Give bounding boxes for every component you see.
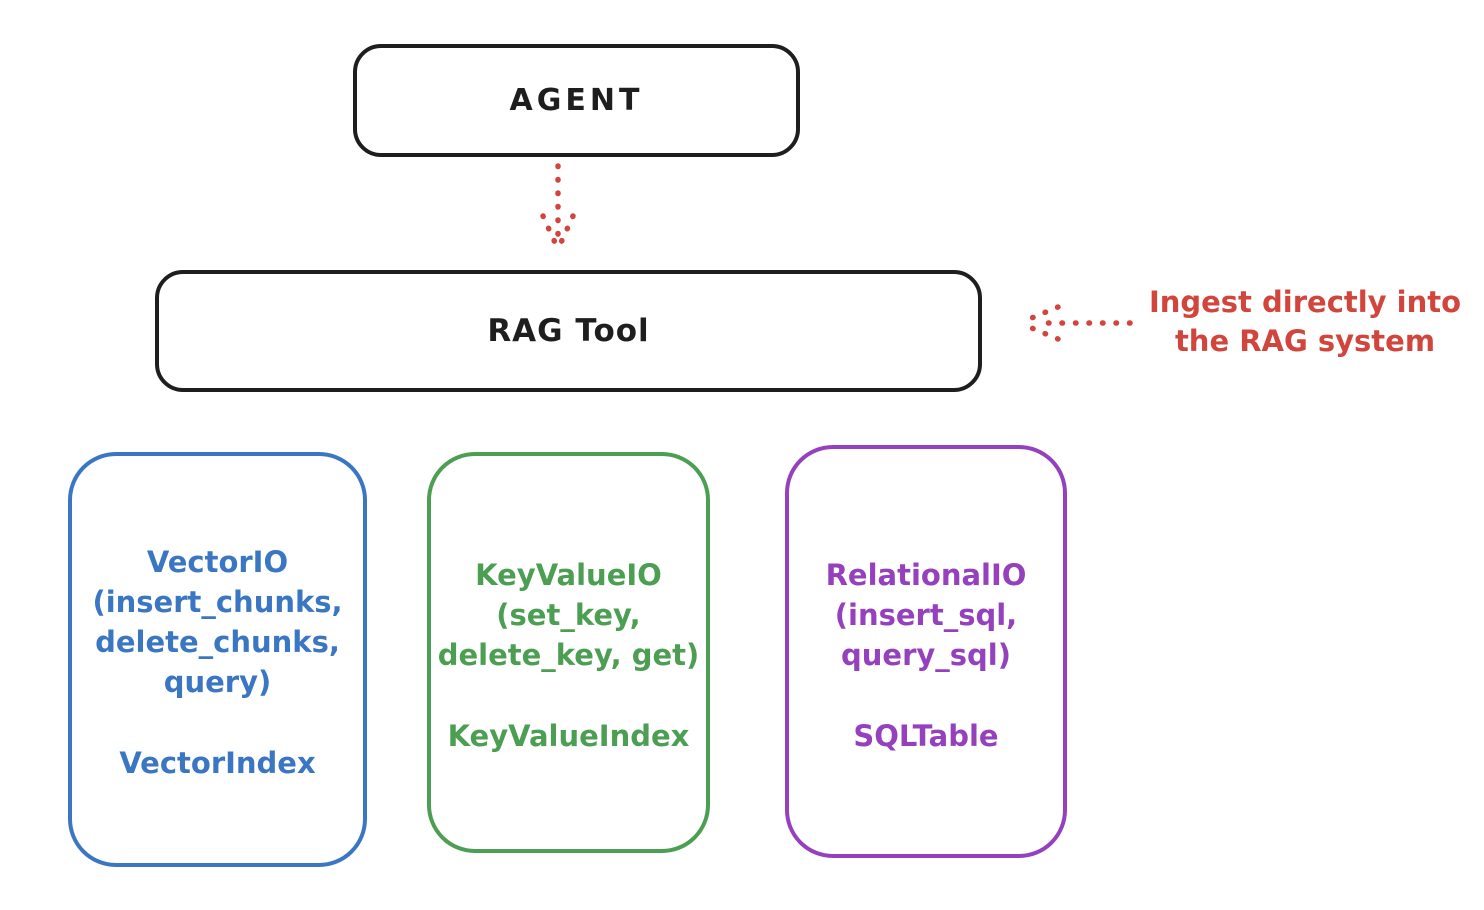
- keyvalue-io-methods: KeyValueIO (set_key, delete_key, get): [437, 558, 700, 672]
- vector-io-box: VectorIO (insert_chunks, delete_chunks, …: [68, 452, 367, 867]
- ingest-annotation-line1: Ingest directly into: [1148, 285, 1462, 319]
- dotted-arrow-left-icon: [1019, 304, 1133, 342]
- vector-io-methods: VectorIO (insert_chunks, delete_chunks, …: [92, 545, 343, 699]
- agent-label: AGENT: [509, 83, 644, 118]
- agent-box: AGENT: [353, 44, 800, 157]
- ingest-annotation-line2: the RAG system: [1174, 324, 1436, 358]
- vector-index-label: VectorIndex: [119, 746, 316, 780]
- relational-io-box: RelationalIO (insert_sql, query_sql) SQL…: [785, 445, 1067, 858]
- keyvalue-io-box: KeyValueIO (set_key, delete_key, get) Ke…: [427, 452, 710, 853]
- rag-tool-label: RAG Tool: [487, 313, 650, 349]
- relational-io-methods: RelationalIO (insert_sql, query_sql): [825, 558, 1027, 672]
- rag-tool-box: RAG Tool: [155, 270, 982, 392]
- ingest-annotation: Ingest directly into the RAG system: [1135, 283, 1475, 361]
- keyvalue-index-label: KeyValueIndex: [447, 719, 690, 753]
- sql-table-label: SQLTable: [853, 719, 999, 753]
- dotted-arrow-down-icon: [540, 163, 576, 250]
